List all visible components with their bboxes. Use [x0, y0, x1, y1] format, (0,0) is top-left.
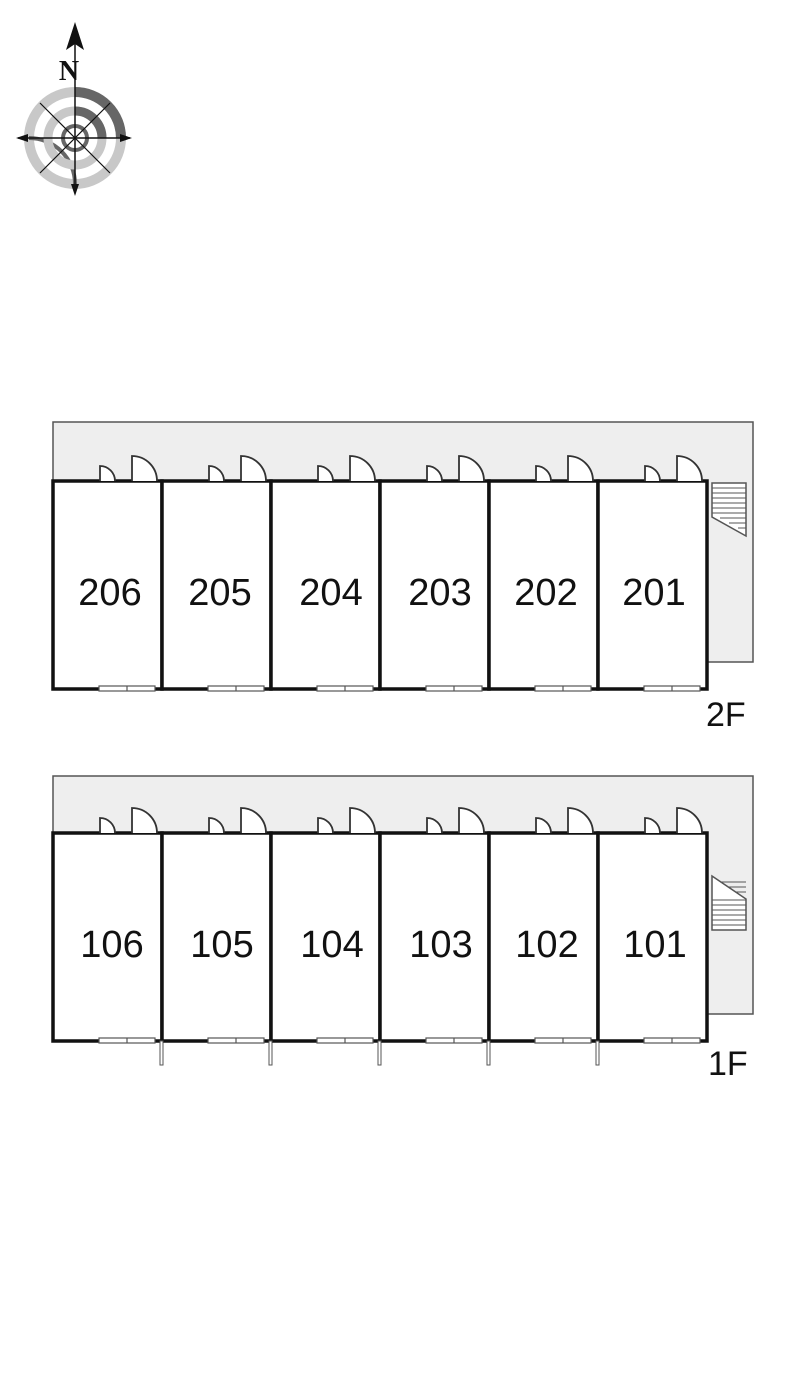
door-icon — [317, 807, 376, 834]
unit-number-104: 104 — [300, 924, 363, 966]
window-icon — [98, 685, 156, 692]
door-icon — [644, 455, 703, 482]
staircase-icon — [711, 482, 747, 538]
unit-number-105: 105 — [190, 924, 253, 966]
window-icon — [643, 685, 701, 692]
door-icon — [644, 807, 703, 834]
unit-203: 203 — [378, 455, 491, 692]
unit-number-106: 106 — [80, 924, 143, 966]
unit-number-204: 204 — [299, 572, 362, 614]
floor-label-2f: 2F — [706, 696, 746, 734]
unit-number-205: 205 — [188, 572, 251, 614]
unit-number-201: 201 — [622, 572, 685, 614]
door-icon — [99, 807, 158, 834]
unit-number-101: 101 — [623, 924, 686, 966]
window-icon — [207, 685, 265, 692]
window-icon — [98, 1037, 156, 1044]
unit-101: 101 — [596, 807, 709, 1044]
door-icon — [426, 807, 485, 834]
window-icon — [316, 1037, 374, 1044]
door-icon — [535, 455, 594, 482]
unit-104: 104 — [269, 807, 382, 1044]
unit-number-203: 203 — [408, 572, 471, 614]
window-icon — [207, 1037, 265, 1044]
unit-206: 206 — [51, 455, 164, 692]
unit-201: 201 — [596, 455, 709, 692]
north-label: N — [59, 56, 79, 87]
window-icon — [425, 685, 483, 692]
window-icon — [425, 1037, 483, 1044]
window-icon — [534, 1037, 592, 1044]
unit-number-103: 103 — [409, 924, 472, 966]
floor-label-1f: 1F — [708, 1045, 748, 1083]
door-icon — [317, 455, 376, 482]
door-icon — [426, 455, 485, 482]
unit-103: 103 — [378, 807, 491, 1044]
unit-105: 105 — [160, 807, 273, 1044]
window-icon — [534, 685, 592, 692]
door-icon — [208, 455, 267, 482]
door-icon — [535, 807, 594, 834]
unit-106: 106 — [51, 807, 164, 1044]
window-icon — [316, 685, 374, 692]
door-icon — [208, 807, 267, 834]
unit-number-206: 206 — [78, 572, 141, 614]
unit-202: 202 — [487, 455, 600, 692]
floor-2f: 206 205 204 — [51, 421, 754, 734]
unit-number-202: 202 — [514, 572, 577, 614]
compass-rose-icon: N — [16, 22, 132, 196]
floor-1f: 106 105 104 — [51, 775, 754, 1083]
window-icon — [643, 1037, 701, 1044]
door-icon — [99, 455, 158, 482]
staircase-icon — [711, 874, 747, 931]
unit-102: 102 — [487, 807, 600, 1044]
unit-205: 205 — [160, 455, 273, 692]
unit-number-102: 102 — [515, 924, 578, 966]
balcony-partitions — [159, 1040, 600, 1066]
unit-204: 204 — [269, 455, 382, 692]
